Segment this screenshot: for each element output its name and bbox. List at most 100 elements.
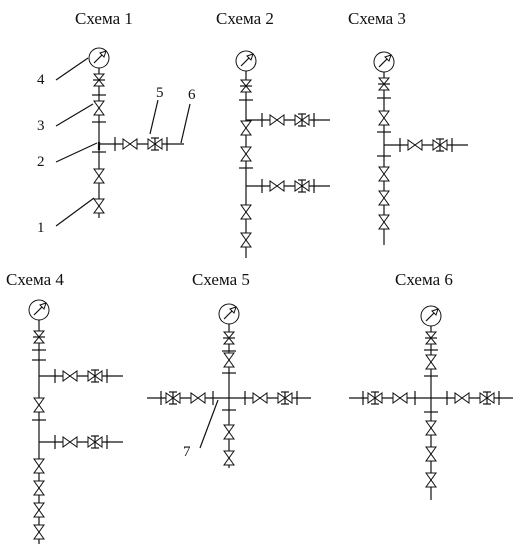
valve-icon xyxy=(240,120,252,129)
valve-icon xyxy=(378,214,390,223)
leader-line xyxy=(149,99,159,135)
valve-icon xyxy=(276,114,285,126)
valve-icon xyxy=(223,359,235,368)
valve-icon xyxy=(33,509,45,518)
valve-icon xyxy=(277,392,286,404)
callout-number-5: 5 xyxy=(156,85,164,101)
leader-line xyxy=(55,142,98,163)
valve-icon xyxy=(377,77,391,85)
leader-line xyxy=(55,103,94,127)
valve-icon xyxy=(425,427,437,436)
pressure-gauge-icon xyxy=(384,54,392,62)
valve-icon xyxy=(378,190,390,199)
valve-icon xyxy=(439,139,448,151)
valve-icon xyxy=(93,168,105,177)
valve-icon xyxy=(378,173,390,182)
valve-icon xyxy=(378,197,390,206)
valve-icon xyxy=(94,436,103,448)
leader-line xyxy=(180,103,191,144)
pressure-gauge-icon xyxy=(39,302,47,310)
valve-icon xyxy=(223,457,235,466)
valve-icon xyxy=(479,392,488,404)
valve-icon xyxy=(259,392,268,404)
valve-icon xyxy=(222,331,236,339)
valve-icon xyxy=(239,79,253,87)
leader-line xyxy=(55,57,89,81)
valve-icon xyxy=(129,138,138,150)
valve-icon xyxy=(378,166,390,175)
valve-icon xyxy=(32,330,46,338)
valve-icon xyxy=(294,114,303,126)
valve-icon xyxy=(378,110,390,119)
valve-icon xyxy=(407,139,416,151)
valve-icon xyxy=(269,114,278,126)
valve-icon xyxy=(69,436,78,448)
valve-icon xyxy=(414,139,423,151)
valve-icon xyxy=(222,337,236,345)
valve-icon xyxy=(374,392,383,404)
valve-icon xyxy=(92,73,106,81)
valve-icon xyxy=(93,198,105,207)
callout-number-6: 6 xyxy=(188,87,196,103)
valve-icon xyxy=(424,331,438,339)
valve-icon xyxy=(378,117,390,126)
valve-icon xyxy=(223,431,235,440)
piping-drawing xyxy=(28,47,513,544)
valve-icon xyxy=(240,153,252,162)
valve-icon xyxy=(424,337,438,345)
valve-icon xyxy=(190,392,199,404)
valve-icon xyxy=(93,107,105,116)
leader-line xyxy=(55,197,95,227)
valve-icon xyxy=(154,138,163,150)
valve-icon xyxy=(122,138,131,150)
valve-icon xyxy=(425,453,437,462)
valve-icon xyxy=(392,392,401,404)
valve-icon xyxy=(93,100,105,109)
valve-icon xyxy=(33,531,45,540)
valve-icon xyxy=(425,354,437,363)
scheme-title-3: Схема 3 xyxy=(348,9,406,28)
valve-icon xyxy=(147,138,156,150)
valve-icon xyxy=(33,397,45,406)
valve-icon xyxy=(93,205,105,214)
valve-icon xyxy=(33,487,45,496)
callout-number-2: 2 xyxy=(37,154,45,170)
pressure-gauge-icon xyxy=(229,306,237,314)
valve-icon xyxy=(252,392,261,404)
callout-number-4: 4 xyxy=(37,72,45,88)
pressure-gauge-icon xyxy=(431,308,439,316)
valve-icon xyxy=(378,221,390,230)
valve-icon xyxy=(276,180,285,192)
valve-icon xyxy=(301,180,310,192)
valve-icon xyxy=(377,83,391,91)
valve-icon xyxy=(425,446,437,455)
valve-icon xyxy=(172,392,181,404)
pressure-gauge-icon xyxy=(246,53,254,61)
valve-icon xyxy=(62,370,71,382)
valve-icon xyxy=(94,370,103,382)
valve-icon xyxy=(294,180,303,192)
valve-icon xyxy=(240,127,252,136)
valve-icon xyxy=(240,239,252,248)
valve-icon xyxy=(240,146,252,155)
scheme-title-2: Схема 2 xyxy=(216,9,274,28)
valve-icon xyxy=(32,336,46,344)
valve-icon xyxy=(301,114,310,126)
valve-icon xyxy=(87,370,96,382)
valve-icon xyxy=(425,361,437,370)
valve-icon xyxy=(425,420,437,429)
valve-icon xyxy=(87,436,96,448)
valve-icon xyxy=(240,232,252,241)
valve-icon xyxy=(223,450,235,459)
valve-icon xyxy=(223,424,235,433)
valve-icon xyxy=(62,436,71,448)
valve-icon xyxy=(240,211,252,220)
scheme-title-5: Схема 5 xyxy=(192,270,250,289)
valve-icon xyxy=(69,370,78,382)
valve-icon xyxy=(33,404,45,413)
valve-icon xyxy=(432,139,441,151)
valve-icon xyxy=(425,472,437,481)
valve-icon xyxy=(33,458,45,467)
valve-icon xyxy=(240,204,252,213)
